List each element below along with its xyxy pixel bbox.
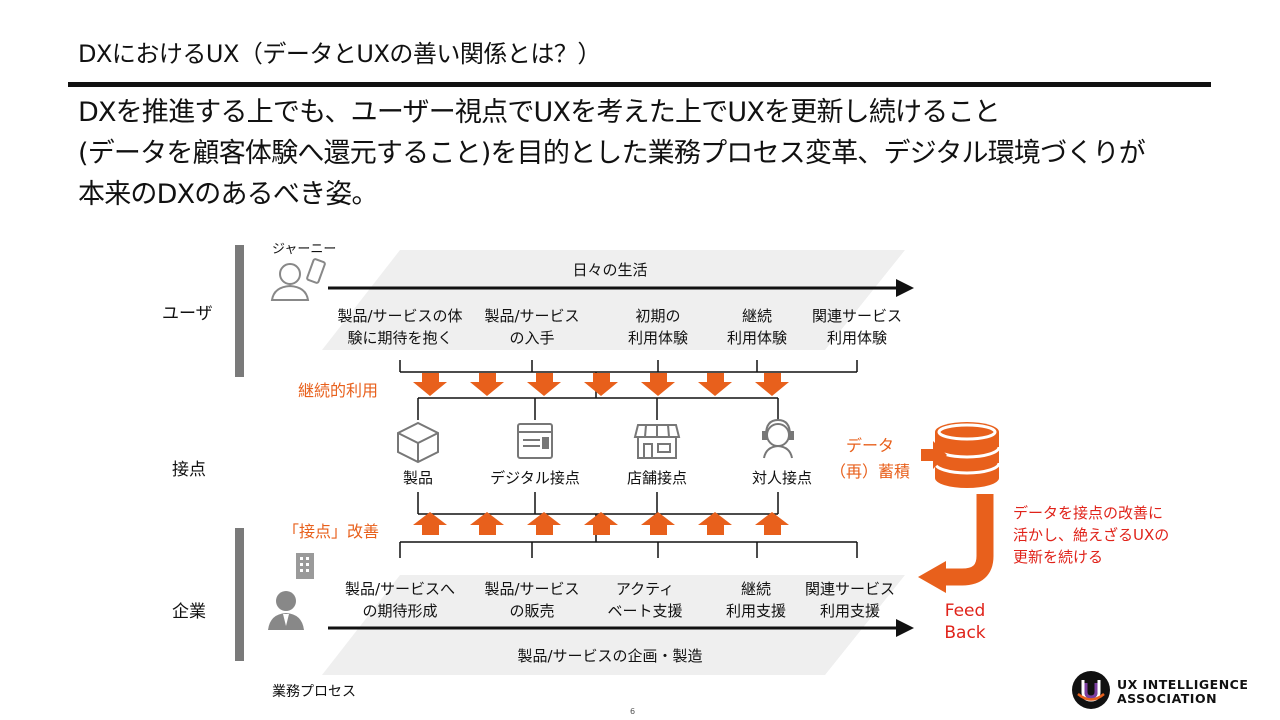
smartphone-icon (306, 258, 326, 284)
feedback-note: データを接点の改善に 活かし、絶えざるUXの 更新を続ける (1013, 504, 1170, 566)
feedback-arrowhead (918, 561, 946, 593)
touchpoint-digital: デジタル接点 (490, 469, 580, 487)
store-icon (633, 424, 681, 459)
row-label-company: 企業 (172, 602, 206, 622)
company-step-expectation: 製品/サービスへの期待形成 (344, 580, 456, 620)
touchpoint-personal: 対人接点 (751, 469, 812, 487)
daily-life-arrowhead (896, 279, 914, 297)
user-plane (322, 250, 905, 350)
lead-text: DXを推進する上でも、ユーザー視点でUXを考えた上でUXを更新し続けること (デ… (78, 92, 1146, 215)
logo-text: UX INTELLIGENCE ASSOCIATION (1117, 677, 1249, 706)
slide-title: DXにおけるUX（データとUXの善い関係とは？） (78, 40, 601, 68)
product-box-icon (397, 421, 439, 464)
headset-person-icon (762, 418, 794, 459)
row-label-user: ユーザ (162, 304, 213, 324)
row-label-touchpoint: 接点 (172, 460, 206, 480)
touchpoint-improvement-label: 「接点」改善 (283, 522, 380, 541)
company-plane (322, 575, 905, 675)
continuous-use-arrows (413, 373, 789, 396)
touchpoint-store: 店舗接点 (626, 469, 687, 487)
user-step-connectors (399, 360, 858, 420)
company-step-sales: 製品/サービスの販売 (484, 580, 580, 620)
digital-screen-icon (517, 423, 553, 459)
daily-life-label: 日々の生活 (572, 261, 648, 279)
data-accumulation-label: データ （再）蓄積 (829, 436, 910, 481)
ux-logo-mark (1072, 671, 1110, 709)
company-step-continued-support: 継続利用支援 (725, 580, 786, 620)
user-step-initial-use: 初期の利用体験 (627, 307, 688, 347)
user-step-acquire: 製品/サービスの入手 (484, 307, 580, 347)
continuous-use-label: 継続的利用 (298, 381, 379, 400)
lead-line-2: (データを顧客体験へ還元すること)を目的とした業務プロセス変革、デジタル環境づく… (78, 138, 1146, 169)
business-process-label: 業務プロセス (272, 684, 356, 700)
data-into-db-arrow (921, 441, 947, 469)
building-icon (296, 553, 314, 579)
user-step-expectation: 製品/サービスの体験に期待を抱く (337, 307, 463, 347)
business-person-icon (268, 591, 304, 630)
planning-label: 製品/サービスの企画・製造 (517, 647, 703, 665)
company-row-bar (235, 528, 244, 661)
touchpoint-improvement-arrows (413, 512, 789, 535)
user-step-related-service: 関連サービス利用体験 (811, 307, 902, 347)
feedback-arrow (943, 494, 994, 586)
lead-line-3: 本来のDXのあるべき姿。 (78, 179, 378, 210)
user-row-bar (235, 245, 244, 377)
planning-arrowhead (896, 619, 914, 637)
company-step-connectors (399, 492, 858, 558)
journey-label: ジャーニー (272, 242, 337, 257)
user-person-icon (270, 263, 310, 301)
page-number: 6 (630, 707, 636, 716)
feed-back-label: Feed Back (944, 601, 986, 643)
touchpoint-product: 製品 (402, 469, 433, 487)
lead-line-1: DXを推進する上でも、ユーザー視点でUXを考えた上でUXを更新し続けること (78, 97, 1001, 128)
title-divider (68, 82, 1211, 87)
company-step-related-support: 関連サービス利用支援 (804, 580, 895, 620)
company-step-activation: アクティベート支援 (607, 580, 683, 620)
user-step-continued-use: 継続利用体験 (726, 307, 787, 347)
